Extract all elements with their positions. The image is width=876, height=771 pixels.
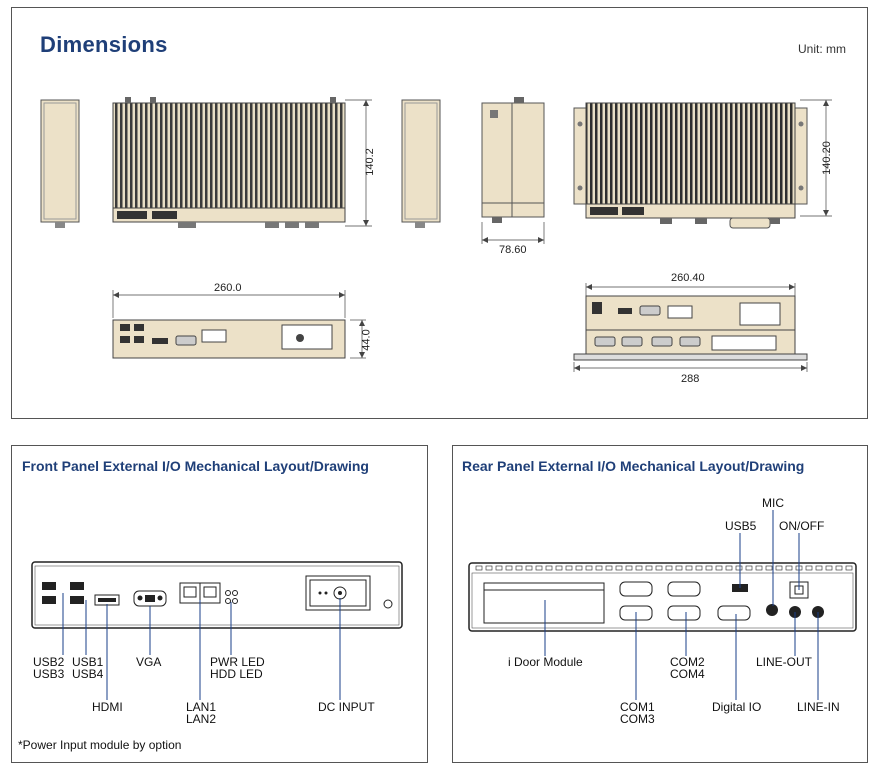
label-mic: MIC: [762, 496, 784, 510]
dimensions-title: Dimensions: [40, 32, 168, 57]
top-view-rear: [573, 99, 832, 229]
label-line-out: LINE-OUT: [756, 655, 813, 669]
top-view-front: [112, 97, 372, 228]
rear-elevation: [573, 283, 808, 372]
dim-depth: 78.60: [499, 244, 527, 256]
label-hdmi: HDMI: [92, 700, 123, 714]
front-panel-title: Front Panel External I/O Mechanical Layo…: [22, 458, 369, 474]
unit-label: Unit: mm: [798, 42, 846, 56]
dim-rear-width: 260.40: [671, 272, 705, 284]
side-view-left: [40, 99, 80, 228]
side-view-right: [401, 99, 441, 228]
label-dc-input: DC INPUT: [318, 700, 375, 714]
dim-rear-total: 288: [681, 373, 700, 385]
label-vga: VGA: [136, 655, 162, 669]
dim-front-width: 260.0: [214, 282, 242, 294]
label-idoor: i Door Module: [508, 655, 583, 669]
rear-panel-title: Rear Panel External I/O Mechanical Layou…: [462, 458, 805, 474]
label-line-in: LINE-IN: [797, 700, 840, 714]
front-elevation: [112, 290, 366, 359]
label-digital-io: Digital IO: [712, 700, 762, 714]
side-view-depth: [481, 97, 545, 244]
label-onoff: ON/OFF: [779, 519, 825, 533]
power-note: *Power Input module by option: [18, 738, 182, 752]
label-usb5: USB5: [725, 519, 757, 533]
